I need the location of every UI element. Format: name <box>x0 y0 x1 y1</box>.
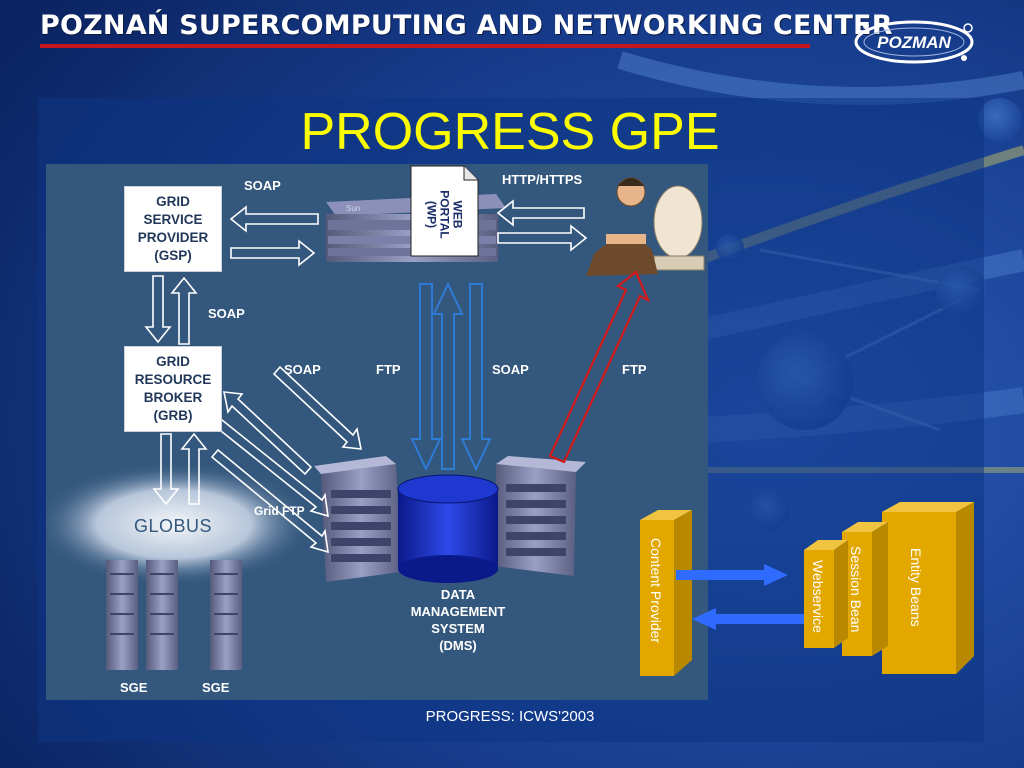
label-soap-top: SOAP <box>244 178 281 193</box>
webservice-label: Webservice <box>810 560 826 633</box>
sge-cluster-right-icon <box>210 560 242 670</box>
arrow-webservice-to-cp <box>692 608 804 630</box>
dms-label: DATA MANAGEMENT SYSTEM (DMS) <box>410 587 506 653</box>
pozman-logo-icon: POZMAN <box>854 20 974 64</box>
arrow-ftp-down <box>410 283 442 472</box>
logo-text: POZMAN <box>877 33 951 52</box>
gsp-box: GRID SERVICE PROVIDER (GSP) <box>124 186 222 272</box>
arrow-cp-to-webservice <box>676 564 788 586</box>
label-http-https: HTTP/HTTPS <box>502 172 583 187</box>
slide-title: PROGRESS GPE <box>300 103 720 161</box>
entity-beans-block <box>882 502 974 674</box>
label-ftp-left: FTP <box>376 362 401 377</box>
entity-beans-label: Entity Beans <box>908 548 924 627</box>
header-rule <box>40 44 810 48</box>
globus-glow <box>46 462 314 586</box>
arrow-grb-to-globus <box>152 433 180 506</box>
session-bean-label: Session Bean <box>848 546 864 633</box>
webservice-block <box>804 540 848 648</box>
arrow-dms-to-user <box>548 270 651 464</box>
ftp-soap-arrows <box>410 281 492 472</box>
content-provider-label: Content Provider <box>648 538 664 644</box>
arrow-gsp-to-wp <box>230 239 316 267</box>
arrow-dms-to-grb <box>223 391 313 476</box>
arrow-wp-to-gsp <box>229 205 319 233</box>
arrow-soap-down <box>460 283 492 472</box>
database-icon <box>397 474 499 583</box>
label-grid-ftp: Grid FTP <box>254 504 305 518</box>
sge-cluster-left-icon <box>106 560 178 670</box>
sge-label-right: SGE <box>202 680 230 695</box>
arrow-gridftp-1 <box>210 448 329 554</box>
user-at-computer-icon <box>586 177 705 276</box>
dms-rack-right-icon <box>494 456 586 576</box>
arrow-wp-to-user <box>497 224 588 252</box>
label-ftp-right: FTP <box>622 362 647 377</box>
arrow-grb-to-gsp <box>170 276 198 345</box>
slide-footer: PROGRESS: ICWS'2003 <box>425 708 595 725</box>
diagram-graphics: Sun <box>46 165 705 670</box>
beans-graphics <box>640 502 974 676</box>
globus-label: GLOBUS <box>134 516 213 536</box>
web-portal-document-icon <box>410 165 479 257</box>
svg-text:Sun: Sun <box>346 204 360 213</box>
content-provider-block <box>640 510 692 676</box>
label-soap-center: SOAP <box>492 362 529 377</box>
dms-rack-left-icon <box>314 456 401 582</box>
grb-box: GRID RESOURCE BROKER (GRB) <box>124 346 222 432</box>
sge-label-left: SGE <box>120 680 148 695</box>
arrow-grb-to-dms <box>272 365 362 450</box>
arrow-gsp-to-grb <box>144 275 172 344</box>
web-portal-label: WEB PORTAL (WP) <box>424 189 465 239</box>
header-title: POZNAŃ SUPERCOMPUTING AND NETWORKING CEN… <box>40 10 893 41</box>
arrow-globus-to-grb <box>180 432 208 505</box>
arrow-ftp-up <box>432 281 464 470</box>
label-soap-grb-dms: SOAP <box>284 362 321 377</box>
label-soap-gsp-grb: SOAP <box>208 306 245 321</box>
arrow-user-to-wp <box>496 199 585 227</box>
